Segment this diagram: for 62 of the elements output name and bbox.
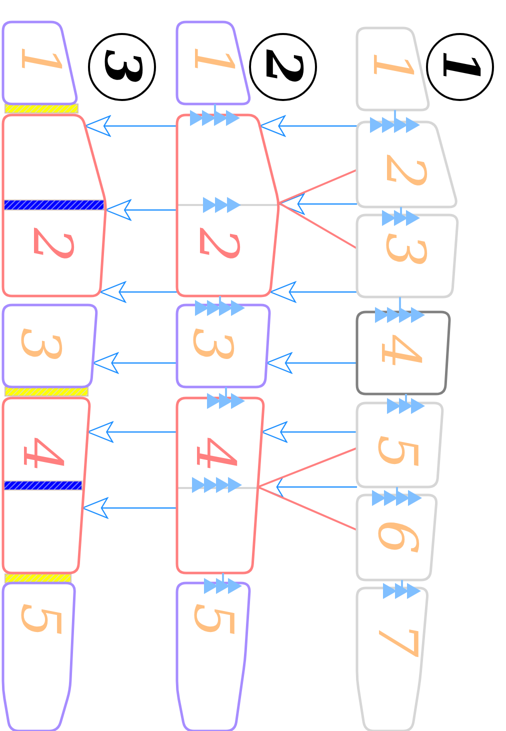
arrow [261,421,357,443]
connector-line [258,447,358,488]
chevron-arrow [375,297,425,323]
chevron-arrow [190,104,240,126]
segment-number: 6 [370,520,424,554]
segment-number: 4 [373,334,427,370]
arrow [92,352,177,374]
arrow [84,115,177,137]
chevron-arrow [195,296,245,316]
chevron-arrow [204,573,242,594]
segment-number: 1 [365,50,419,86]
segment-number: 5 [186,602,240,638]
segment-outline [357,588,428,731]
segment-outline [3,305,97,387]
arrow [87,421,177,443]
segment-outline [3,583,75,731]
chevron-arrow [207,387,245,409]
segment-outline [3,398,90,573]
arrow [270,281,357,303]
segment-number: 2 [25,228,79,262]
segment-number: 7 [370,622,424,658]
connector-line [278,168,358,204]
segment-number: 4 [15,438,69,472]
arrow [104,199,177,221]
segment-number: 3 [13,328,67,362]
step-number: 1 [435,50,485,84]
arrow [259,115,357,137]
segment-outline [177,398,264,573]
segment-number: 3 [185,328,239,362]
chevron-arrow [383,580,421,599]
segment-outline [177,305,270,387]
chevron-arrow [382,207,420,226]
segment-outline [357,122,458,207]
arrow [100,281,177,303]
segment-number: 1 [13,44,67,80]
segment-outline [357,215,458,297]
arrow [82,497,177,519]
segment-number: 2 [378,154,432,190]
segment-outline [177,115,279,296]
segment-outline [177,22,251,104]
step-number: 3 [97,50,147,84]
chevron-arrow [372,487,422,506]
segment-outline [177,583,250,731]
segment-number: 4 [188,438,242,472]
segment-number: 5 [13,602,67,638]
arrow [266,352,357,374]
segment-outline [357,312,450,394]
chevron-arrow [387,394,425,414]
segment-number: 2 [191,228,245,262]
segment-outline [357,495,437,580]
step-number: 2 [258,50,308,84]
connector-line [278,202,358,250]
segment-outline [3,115,106,296]
segment-outline [357,28,430,110]
segment-outline [357,403,443,487]
chevron-arrow [370,110,420,133]
segment-outline [3,22,78,104]
connector-line [258,486,358,531]
arrow [278,193,357,215]
segment-number: 1 [186,44,240,80]
segment-number: 3 [378,232,432,268]
segment-number: 5 [370,434,424,470]
